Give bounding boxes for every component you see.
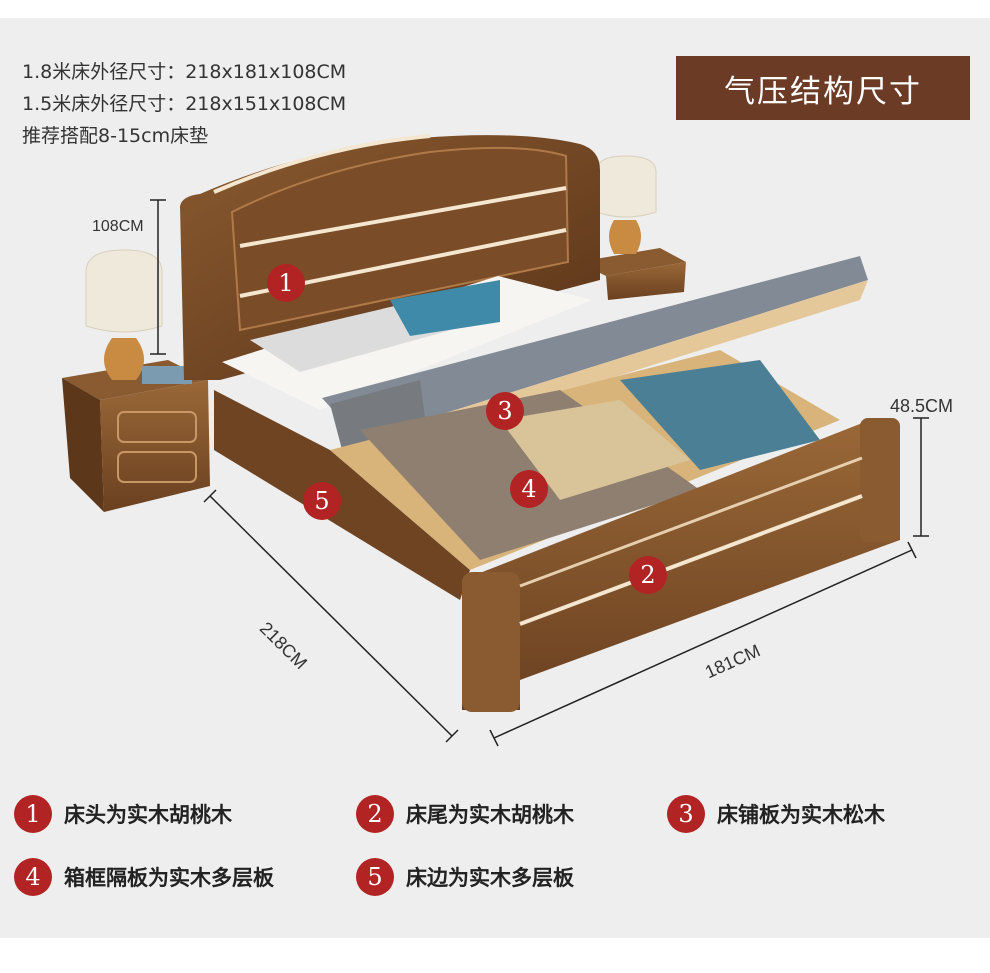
marker-3: 3 [486, 392, 524, 430]
legend-text-4: 箱框隔板为实木多层板 [64, 866, 274, 890]
legend-item-3: 3 床铺板为实木松木 [667, 795, 885, 833]
right-lamp [595, 155, 657, 254]
section-title: 气压结构尺寸 [676, 56, 970, 120]
legend-item-4: 4 箱框隔板为实木多层板 [14, 858, 274, 896]
legend-marker-4: 4 [14, 858, 52, 896]
marker-4: 4 [510, 470, 548, 508]
legend-text-5: 床边为实木多层板 [406, 866, 574, 890]
marker-2: 2 [629, 556, 667, 594]
spec-line-mattress: 推荐搭配8-15cm床垫 [22, 125, 209, 147]
legend-text-1: 床头为实木胡桃木 [64, 803, 232, 827]
headboard [180, 134, 600, 380]
legend-item-1: 1 床头为实木胡桃木 [14, 795, 232, 833]
spec-line-15m: 1.5米床外径尺寸：218x151x108CM [22, 93, 347, 115]
left-lamp [85, 249, 192, 384]
legend-marker-3: 3 [667, 795, 705, 833]
legend-marker-5: 5 [356, 858, 394, 896]
mattress [222, 276, 592, 410]
dimension-lines [150, 199, 929, 747]
legend-item-2: 2 床尾为实木胡桃木 [356, 795, 574, 833]
dim-storage-height-label: 48.5CM [890, 396, 954, 416]
footboard [462, 418, 900, 712]
spec-text: 1.8米床外径尺寸：218x181x108CM 1.5米床外径尺寸：218x15… [22, 56, 346, 152]
legend-text-3: 床铺板为实木松木 [717, 803, 885, 827]
spec-line-18m: 1.8米床外径尺寸：218x181x108CM [22, 61, 347, 83]
legend-marker-2: 2 [356, 795, 394, 833]
marker-1: 1 [267, 264, 305, 302]
legend-item-5: 5 床边为实木多层板 [356, 858, 574, 896]
dim-height-label: 108CM [92, 218, 144, 235]
right-nightstand [578, 248, 686, 300]
legend-text-2: 床尾为实木胡桃木 [406, 803, 574, 827]
legend-marker-1: 1 [14, 795, 52, 833]
marker-5: 5 [303, 482, 341, 520]
